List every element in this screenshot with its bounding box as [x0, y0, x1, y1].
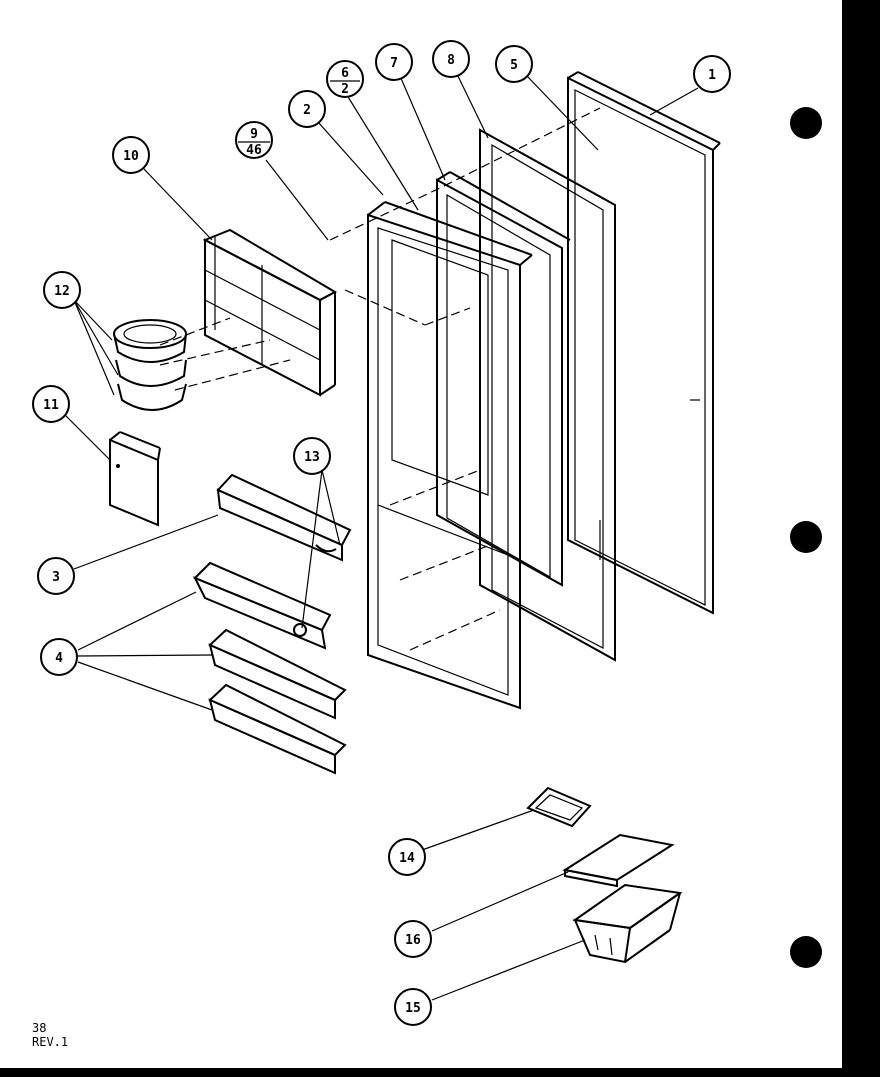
part-16-lid: [562, 833, 675, 888]
callout-6-bottom-label: 2: [341, 82, 349, 97]
callout-6-top-label: 6: [341, 66, 349, 81]
part-3-door-shelf: [216, 473, 352, 562]
callout-15-label: 15: [405, 1001, 421, 1016]
part-8-gasket: [436, 171, 571, 587]
part-11-cover: [109, 431, 161, 527]
callout-1-label: 1: [708, 68, 716, 83]
callout-4-label: 4: [55, 651, 63, 666]
callout-8: 8: [432, 40, 470, 78]
callout-3: 3: [37, 557, 75, 595]
callout-8-label: 8: [447, 53, 455, 68]
callout-5: 5: [495, 45, 533, 83]
revision-label: REV.1: [32, 1035, 68, 1049]
part-4-door-bins: [192, 561, 347, 775]
callout-12-label: 12: [54, 284, 70, 299]
callout-11-label: 11: [43, 398, 59, 413]
part-12-containers: [113, 319, 187, 411]
callout-2: 2: [288, 90, 326, 128]
callout-4: 4: [40, 638, 78, 676]
callout-11: 11: [32, 385, 70, 423]
binder-hole-top: [790, 107, 822, 139]
binder-hole-middle: [790, 521, 822, 553]
callout-13-label: 13: [304, 450, 320, 465]
callout-14: 14: [388, 838, 426, 876]
callout-2-label: 2: [303, 103, 311, 118]
callout-10: 10: [112, 136, 150, 174]
part-15-ice-bin: [572, 883, 683, 964]
callout-16: 16: [394, 920, 432, 958]
explosion-lines: [159, 107, 601, 651]
callout-9-bottom-label: 46: [246, 143, 262, 158]
callout-5-label: 5: [510, 58, 518, 73]
callout-9-46: 9 46: [235, 121, 273, 159]
leader-lines: [61, 71, 699, 1001]
callout-7-label: 7: [390, 56, 398, 71]
part-1-door-outer-panel: [567, 71, 721, 615]
callout-10-label: 10: [123, 149, 139, 164]
callout-3-label: 3: [52, 570, 60, 585]
paper: [0, 0, 842, 1068]
binder-hole-bottom: [790, 936, 822, 968]
callout-7: 7: [375, 43, 413, 81]
callout-16-label: 16: [405, 933, 421, 948]
callout-13: 13: [293, 437, 331, 475]
callout-14-label: 14: [399, 851, 415, 866]
part-10-shelf-rack: [202, 228, 338, 397]
part-14-tray: [526, 786, 592, 828]
callout-6-2: 6 2: [326, 60, 364, 98]
part-5-door-liner: [479, 128, 616, 662]
callout-15: 15: [394, 988, 432, 1026]
callout-1: 1: [693, 55, 731, 93]
callout-9-top-label: 9: [250, 127, 258, 142]
callout-12: 12: [43, 271, 81, 309]
page-number: 38: [32, 1021, 46, 1035]
